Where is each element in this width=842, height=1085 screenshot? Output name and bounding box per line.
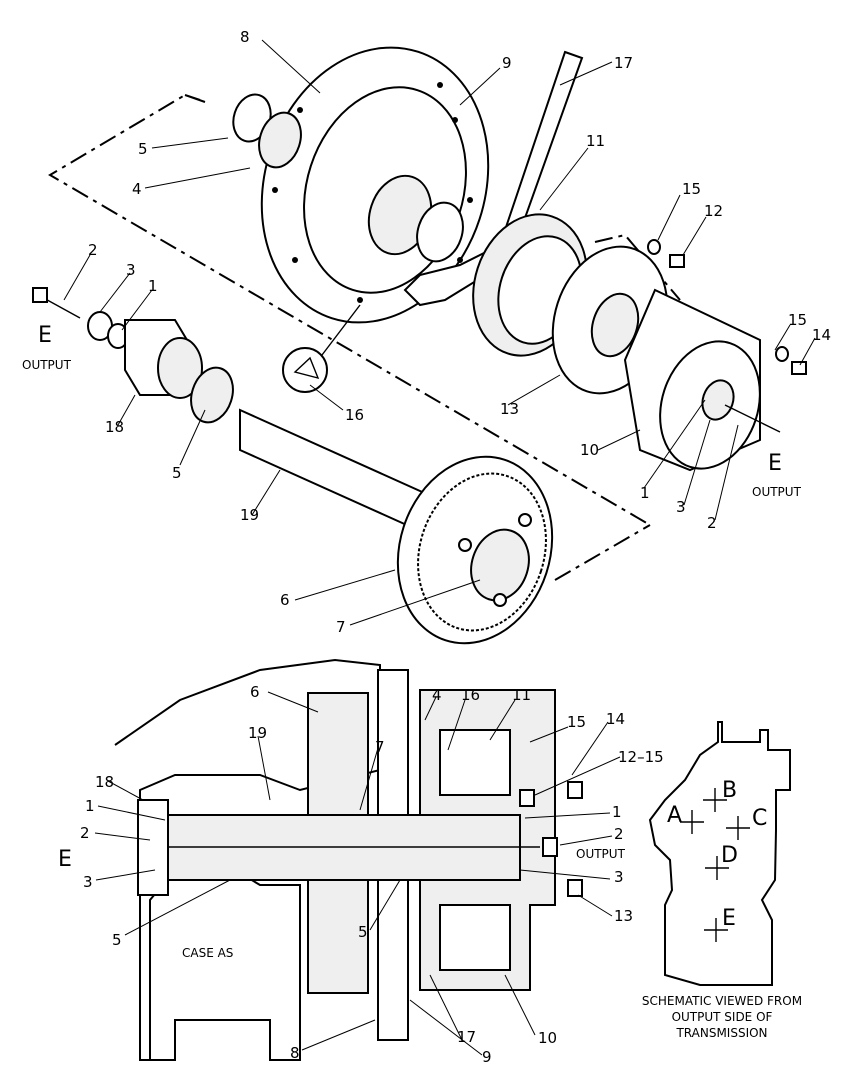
- callout-5: 5: [138, 140, 148, 158]
- s-callout-4: 4: [432, 686, 442, 704]
- point-b: B: [722, 778, 737, 803]
- s-callout-15: 15: [567, 713, 586, 731]
- exploded-boundary: [48, 93, 651, 581]
- section-callouts: 6 4 16 11 15 14 19 7 12–15 18 1 1 2 2 OU…: [58, 683, 664, 1066]
- point-c: C: [752, 806, 767, 831]
- callout-5b: 5: [172, 464, 182, 482]
- port-label-e2: E: [768, 451, 782, 476]
- fasteners-top: [647, 239, 807, 375]
- gear: [396, 455, 554, 645]
- callout-19: 19: [240, 506, 259, 524]
- bearing-top: [232, 93, 302, 169]
- schematic: A B C D E SCHEMATIC VIEWED FROM OUTPUT S…: [642, 721, 802, 1040]
- s-callout-11: 11: [512, 686, 531, 704]
- callout-10: 10: [580, 441, 599, 459]
- callout-8: 8: [240, 28, 250, 46]
- section-view: 6 4 16 11 15 14 19 7 12–15 18 1 1 2 2 OU…: [58, 658, 664, 1066]
- exploded-boundary-right: [594, 233, 681, 301]
- s-callout-1b: 1: [612, 803, 622, 821]
- point-e: E: [722, 906, 736, 931]
- caption-line-1: SCHEMATIC VIEWED FROM: [642, 994, 802, 1008]
- callout-18: 18: [105, 418, 124, 436]
- callout-3b: 3: [676, 498, 686, 516]
- section-leaders: [94, 691, 621, 1056]
- callout-12: 12: [704, 202, 723, 220]
- s-callout-10: 10: [538, 1029, 557, 1047]
- housing-disk: [260, 46, 490, 324]
- callout-6: 6: [280, 591, 290, 609]
- callout-17: 17: [614, 54, 633, 72]
- s-callout-9: 9: [482, 1048, 492, 1066]
- s-callout-17: 17: [457, 1028, 476, 1046]
- s-callout-5b: 5: [358, 923, 368, 941]
- output-yoke-left: [32, 287, 203, 399]
- callout-13: 13: [500, 400, 519, 418]
- callout-3: 3: [126, 261, 136, 279]
- s-callout-3b: 3: [614, 868, 624, 886]
- s-callout-5: 5: [112, 931, 122, 949]
- callout-1b: 1: [640, 484, 650, 502]
- s-callout-14: 14: [606, 710, 625, 728]
- s-callout-13: 13: [614, 907, 633, 925]
- callout-15: 15: [682, 180, 701, 198]
- callout-2: 2: [88, 241, 98, 259]
- callout-14: 14: [812, 326, 831, 344]
- schematic-crosshairs: [680, 788, 750, 942]
- s-callout-18: 18: [95, 773, 114, 791]
- s-callout-12-15: 12–15: [618, 748, 664, 766]
- output-cover: [623, 288, 781, 472]
- exploded-leaders: [63, 39, 816, 626]
- s-callout-7: 7: [375, 738, 385, 756]
- callout-7: 7: [336, 618, 346, 636]
- s-callout-2: 2: [80, 824, 90, 842]
- point-a: A: [667, 803, 682, 828]
- caption-line-3: TRANSMISSION: [675, 1026, 767, 1040]
- s-callout-3: 3: [83, 873, 93, 891]
- callout-1: 1: [148, 277, 158, 295]
- output-label-2: OUTPUT: [752, 485, 802, 499]
- s-callout-2b: 2: [614, 825, 624, 843]
- detail-16: [282, 304, 361, 393]
- callout-9: 9: [502, 54, 512, 72]
- s-callout-19: 19: [248, 724, 267, 742]
- s-callout-6: 6: [250, 683, 260, 701]
- s-callout-1: 1: [85, 797, 95, 815]
- callout-11: 11: [586, 132, 605, 150]
- callout-16: 16: [345, 406, 364, 424]
- caption-line-2: OUTPUT SIDE OF: [672, 1010, 773, 1024]
- exploded-callouts: 8 9 17 5 4 11 15 12 2 3 1 E OUTPUT 14 15…: [22, 28, 831, 636]
- case-label: CASE AS: [182, 946, 233, 960]
- schematic-caption: SCHEMATIC VIEWED FROM OUTPUT SIDE OF TRA…: [642, 994, 802, 1040]
- bearing-lower: [190, 366, 234, 424]
- s-port-label-e: E: [58, 847, 72, 872]
- point-d: D: [721, 843, 738, 868]
- output-label: OUTPUT: [22, 358, 72, 372]
- callout-15b: 15: [788, 311, 807, 329]
- exploded-view: 8 9 17 5 4 11 15 12 2 3 1 E OUTPUT 14 15…: [22, 28, 831, 645]
- s-callout-16: 16: [461, 686, 480, 704]
- yoke-left: [137, 799, 169, 896]
- callout-2b: 2: [707, 514, 717, 532]
- s-callout-8: 8: [290, 1044, 300, 1062]
- callout-4: 4: [132, 180, 142, 198]
- s-output-label: OUTPUT: [576, 847, 626, 861]
- schematic-points: A B C D E: [667, 778, 767, 931]
- schematic-outline: [648, 721, 791, 986]
- port-label-e: E: [38, 323, 52, 348]
